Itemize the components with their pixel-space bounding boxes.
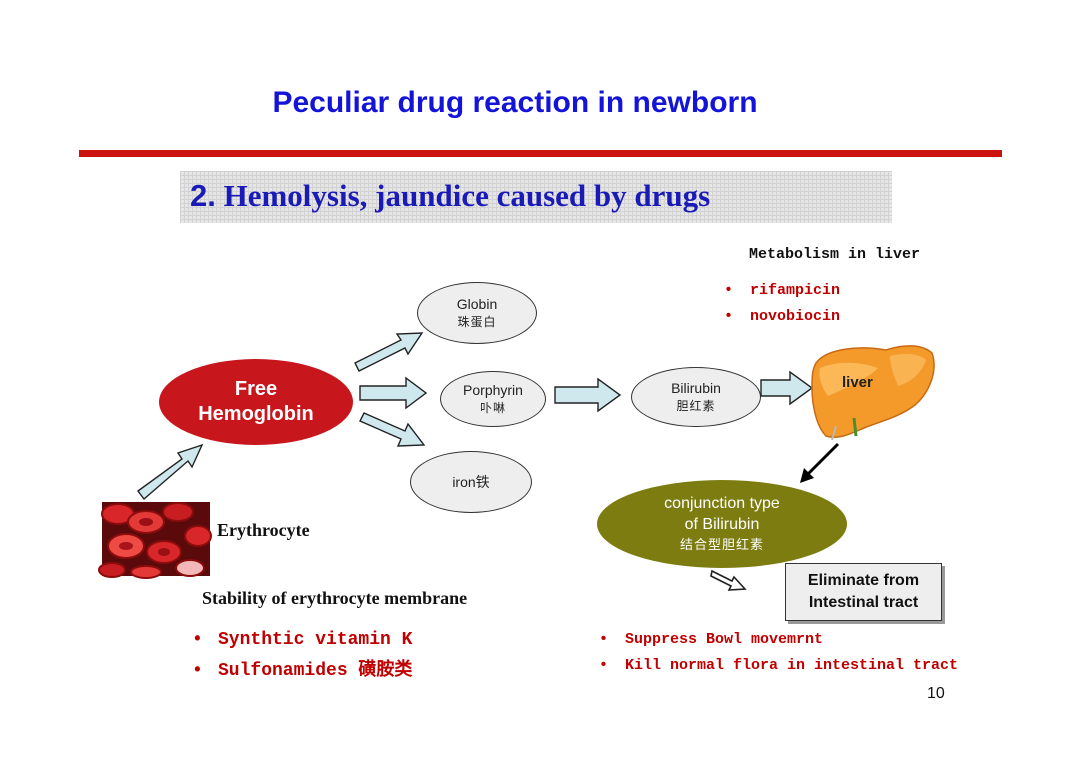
arrow-hemoglobin-to-porphyrin [359, 376, 428, 410]
liver-label: liver [842, 374, 873, 391]
slide-title: Peculiar drug reaction in newborn [272, 86, 758, 119]
porphyrin-node: Porphyrin 卟啉 [440, 371, 546, 427]
iron-node: iron铁 [410, 451, 532, 513]
conjunction-node: conjunction type of Bilirubin 结合型胆红素 [597, 480, 847, 568]
arrow-bilirubin-to-liver [760, 370, 814, 406]
porphyrin-label: Porphyrin [463, 382, 523, 398]
eliminate-box: Eliminate from Intestinal tract [785, 563, 942, 621]
arrow-hemoglobin-to-iron [359, 412, 426, 447]
eliminate-line2: Intestinal tract [808, 594, 919, 611]
porphyrin-label-cn: 卟啉 [479, 401, 506, 415]
intestinal-list: Suppress Bowl movemrnt Kill normal flora… [595, 630, 967, 676]
arrow-erythrocyte-to-hemoglobin [137, 443, 204, 501]
bilirubin-label: Bilirubin [671, 380, 721, 396]
eliminate-line1: Eliminate from [807, 572, 920, 589]
erythrocyte-image [98, 502, 212, 579]
globin-node: Globin 珠蛋白 [417, 282, 537, 344]
conjunction-line2: of Bilirubin [684, 515, 760, 533]
globin-label: Globin [456, 296, 498, 312]
subtitle-background [180, 171, 892, 223]
intestinal-item: Kill normal flora in intestinal tract [595, 656, 967, 676]
conjunction-line1: conjunction type [664, 494, 780, 512]
globin-label-cn: 珠蛋白 [457, 315, 497, 329]
free-hemoglobin-node: Free Hemoglobin [159, 359, 353, 445]
stability-item: Sulfonamides 磺胺类 [188, 656, 412, 687]
page-number: 10 [927, 685, 945, 702]
iron-label: iron铁 [452, 474, 490, 490]
arrow-conjunction-to-eliminate [710, 569, 747, 591]
metabolism-heading: Metabolism in liver [749, 246, 921, 263]
bilirubin-node: Bilirubin 胆红素 [631, 367, 761, 427]
metabolism-item: novobiocin [720, 304, 840, 330]
stability-heading: Stability of erythrocyte membrane [202, 588, 468, 608]
stability-item: Synthtic vitamin K [188, 625, 412, 656]
subtitle: 2. Hemolysis, jaundice caused by drugs [190, 178, 710, 214]
erythrocyte-label: Erythrocyte [217, 520, 310, 540]
intestinal-item: Suppress Bowl movemrnt [595, 630, 967, 650]
stability-list: Synthtic vitamin K Sulfonamides 磺胺类 [188, 625, 412, 687]
hemoglobin-line1: Free [234, 378, 278, 400]
subtitle-number: 2. [190, 178, 216, 213]
arrow-hemoglobin-to-globin [354, 332, 424, 372]
conjunction-label-cn: 结合型胆红素 [679, 537, 764, 553]
bilirubin-label-cn: 胆红素 [676, 399, 716, 413]
title-divider [79, 150, 1002, 157]
arrow-liver-to-conjunction [806, 442, 840, 476]
metabolism-list: rifampicin novobiocin [720, 278, 840, 330]
arrow-porphyrin-to-bilirubin [554, 377, 622, 413]
subtitle-text: Hemolysis, jaundice caused by drugs [223, 178, 711, 213]
metabolism-item: rifampicin [720, 278, 840, 304]
liver-illustration [811, 345, 935, 441]
hemoglobin-line2: Hemoglobin [198, 403, 314, 425]
